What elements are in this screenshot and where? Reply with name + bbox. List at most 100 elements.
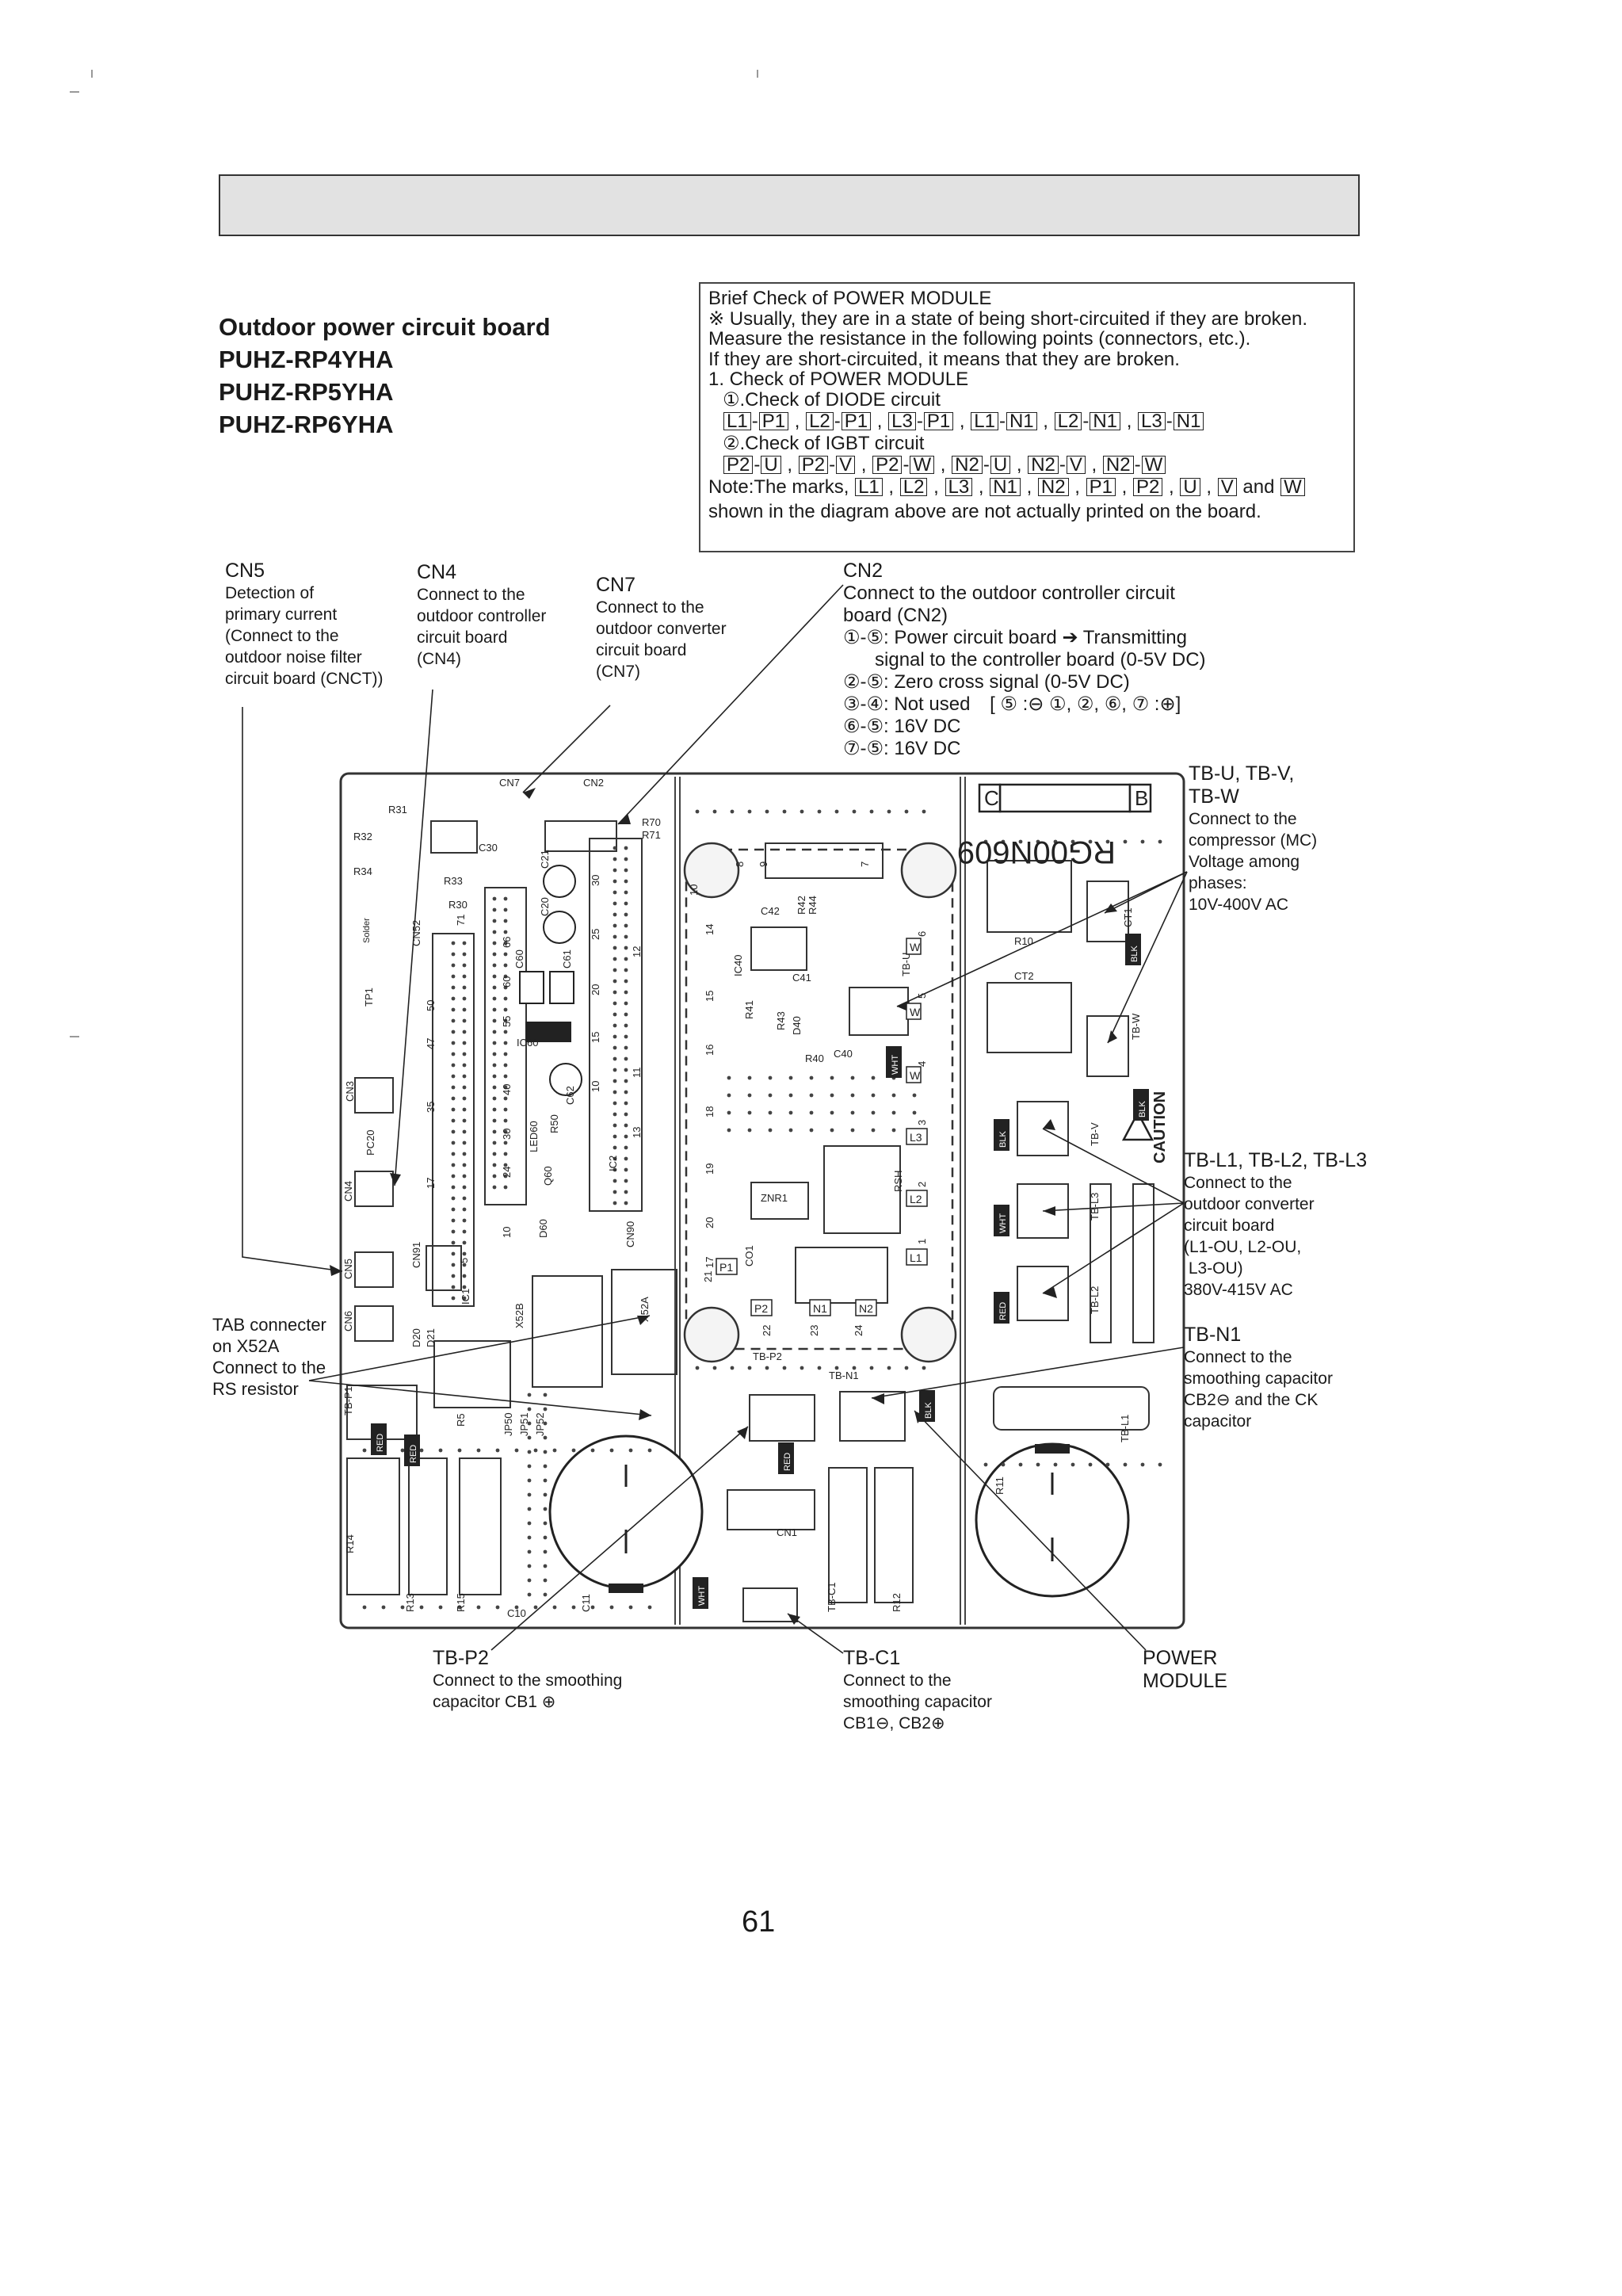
board-ref-label: Q60 <box>542 1166 554 1186</box>
mark-terminal: P2 <box>1133 477 1163 496</box>
pin-dot <box>887 809 891 814</box>
pin-dot <box>747 1128 752 1133</box>
pin-dot <box>362 1605 367 1610</box>
board-ref-label: CN52 <box>410 920 422 946</box>
board-ref-label: C41 <box>792 972 811 984</box>
board-pin-number: 12 <box>631 946 643 957</box>
pin-dot <box>830 1128 834 1133</box>
pin-dot <box>613 1101 617 1106</box>
pin-dot <box>492 1018 497 1023</box>
pin-dot <box>492 1096 497 1101</box>
pin-dot <box>492 974 497 979</box>
pin-dot <box>624 1068 628 1072</box>
power-module-check-box: Brief Check of POWER MODULE ※ Usually, t… <box>699 282 1355 552</box>
board-pin-number: 17 <box>425 1178 437 1189</box>
pin-dot <box>503 1096 508 1101</box>
board-solder-label: Solder <box>362 918 372 943</box>
board-pin-number: 5 <box>916 993 928 999</box>
crop-marks <box>70 70 758 1037</box>
color-tag-label: RED <box>409 1445 418 1463</box>
pin-dot <box>624 1179 628 1183</box>
pin-dot <box>451 1229 456 1234</box>
board-terminal-box <box>906 1248 928 1266</box>
pin-dot <box>451 1140 456 1145</box>
pin-dot <box>782 809 787 814</box>
board-terminal-label: W <box>910 1069 921 1082</box>
pin-dot <box>624 890 628 895</box>
cn2-desc: board (CN2) <box>843 605 948 626</box>
igbt-title: ②.Check of IGBT circuit <box>723 432 925 454</box>
pin-dot <box>695 1366 700 1370</box>
pin-dot <box>457 1448 462 1453</box>
tb-uvw-desc: Connect to the <box>1189 810 1297 828</box>
board-pin-number: 47 <box>425 1038 437 1049</box>
pin-dot <box>590 1448 595 1453</box>
pin-dot <box>613 1045 617 1050</box>
pin-dot <box>624 879 628 884</box>
board-ref-label: IC1 <box>460 1289 471 1305</box>
pin-dot <box>503 1185 508 1190</box>
pin-dot <box>768 1093 773 1098</box>
pin-dot <box>624 1012 628 1017</box>
right-section <box>978 783 1154 1431</box>
pin-dot <box>1018 839 1023 844</box>
tab-desc: RS resistor <box>212 1379 299 1399</box>
pin-dot <box>503 1052 508 1056</box>
color-tag-box <box>994 1119 1009 1151</box>
pin-dot <box>462 1140 467 1145</box>
pin-dot <box>527 1478 532 1483</box>
tb-n1-desc: CB2⊖ and the CK <box>1184 1391 1319 1409</box>
igbt-terminal: U <box>761 456 781 475</box>
left-edge-connectors <box>354 1077 462 1342</box>
pin-dot <box>503 896 508 901</box>
pin-dot <box>381 1605 386 1610</box>
pin-dot <box>624 1123 628 1128</box>
tb-uvw-desc: compressor (MC) <box>1189 831 1318 850</box>
pin-dot <box>1036 1462 1040 1467</box>
board-terminal-label: L1 <box>910 1251 922 1264</box>
board-pin-number: 30 <box>501 1129 513 1140</box>
igbt-terminal: P2 <box>872 456 903 475</box>
cn7-desc: (CN7) <box>596 663 640 681</box>
tb-uvw-desc: Voltage among <box>1189 853 1300 871</box>
board-terminal-box <box>809 1299 831 1316</box>
marks-and: and <box>1237 476 1280 498</box>
pin-dot <box>1105 839 1110 844</box>
pin-dot <box>788 1075 793 1080</box>
pin-dot <box>809 1128 814 1133</box>
pin-dot <box>451 1018 456 1023</box>
pin-dot <box>451 1085 456 1090</box>
board-ref-label: JP51 <box>518 1412 530 1436</box>
power-module-outline <box>685 848 954 1350</box>
pin-dot <box>543 1492 548 1497</box>
pin-dot <box>457 1605 462 1610</box>
pin-dot <box>503 930 508 934</box>
tb-l-desc: 380V-415V AC <box>1184 1281 1293 1299</box>
tb-l-desc: L3-OU) <box>1184 1259 1243 1278</box>
pin-dot <box>624 1156 628 1161</box>
page-title-model: PUHZ-RP4YHA <box>219 346 394 373</box>
pin-dot <box>492 1129 497 1134</box>
pin-dot <box>451 1007 456 1012</box>
pin-dot <box>462 985 467 990</box>
pin-dot <box>462 1229 467 1234</box>
pin-dot <box>613 901 617 906</box>
color-tag-box <box>919 1390 935 1422</box>
tb-c1-title: TB-C1 <box>843 1647 901 1669</box>
pin-dot <box>830 1075 834 1080</box>
board-ref-label: CT1 <box>1122 907 1134 927</box>
pin-dot <box>1140 839 1145 844</box>
pin-dot <box>533 1605 538 1610</box>
board-terminal-label: L2 <box>910 1193 922 1205</box>
pin-dot <box>451 963 456 968</box>
tb-uvw-title: TB-U, TB-V, <box>1189 762 1295 785</box>
cn2-desc: ③-④: Not used [ ⑤ :⊖ ①, ②, ⑥, ⑦ :⊕] <box>843 693 1206 716</box>
pin-dot <box>869 809 874 814</box>
tb-c1-desc: Connect to the <box>843 1671 952 1690</box>
pin-dot <box>451 1196 456 1201</box>
pin-dot <box>747 1366 752 1370</box>
diode-terminal: P1 <box>758 412 789 431</box>
page-number: 61 <box>742 1905 776 1939</box>
pin-dot <box>871 1075 876 1080</box>
